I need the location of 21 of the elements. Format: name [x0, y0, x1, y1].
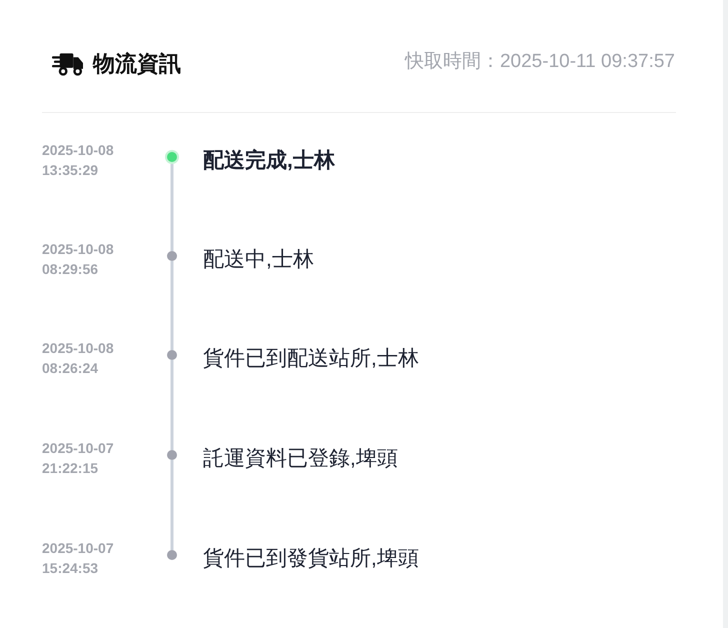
timeline-line [170, 460, 174, 550]
timeline-line [170, 261, 174, 350]
timestamp-text: 2025-10-07 21:22:15 [42, 439, 115, 478]
status-text: 配送中,士林 [203, 247, 314, 273]
status-text: 配送完成,士林 [203, 148, 335, 174]
timestamp-text: 2025-10-08 08:26:24 [42, 339, 115, 378]
status-text: 貨件已到發貨站所,埤頭 [203, 546, 419, 572]
timeline-dot [165, 150, 179, 164]
timeline-line [170, 360, 174, 450]
status-text: 貨件已到配送站所,士林 [203, 346, 419, 372]
timestamp-text: 2025-10-08 13:35:29 [42, 141, 115, 180]
timeline-dot [167, 251, 177, 261]
status-text: 託運資料已登錄,埤頭 [203, 446, 398, 472]
timestamp-text: 2025-10-07 15:24:53 [42, 539, 115, 578]
timeline-line [170, 164, 174, 251]
heading: 物流資訊 [93, 50, 181, 78]
timestamp-text: 快取時間：2025-10-11 09:37:57 [404, 50, 675, 74]
timeline-dot [167, 350, 177, 360]
timeline-dot [167, 550, 177, 560]
timeline-dot [167, 450, 177, 460]
timestamp-text: 2025-10-08 08:29:56 [42, 240, 115, 279]
